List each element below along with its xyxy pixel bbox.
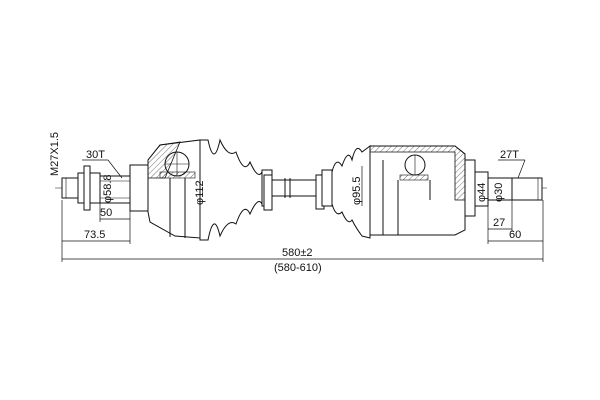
outer-seal-diameter: φ58.8 <box>102 174 114 203</box>
dimensions <box>61 159 544 262</box>
outer-length-2: 73.5 <box>84 229 105 241</box>
inner-length-1: 27 <box>493 217 505 229</box>
outer-boot <box>199 138 273 241</box>
inner-boot-diameter: φ95.5 <box>351 176 363 205</box>
outer-length-1: 50 <box>100 207 112 219</box>
outer-cv-joint <box>129 139 201 239</box>
total-length: 580±2 <box>282 247 313 259</box>
inner-boot <box>315 145 371 239</box>
outer-stub <box>61 165 131 211</box>
inner-length-2: 60 <box>509 229 521 241</box>
inner-cv-joint <box>369 145 466 236</box>
inner-stub <box>464 159 543 217</box>
outer-spline-label: 30T <box>86 149 105 161</box>
inner-spline-label: 27T <box>500 149 519 161</box>
thread-label: M27X1.5 <box>49 132 61 176</box>
shaft <box>271 178 321 198</box>
inner-seal-diameter: φ44 <box>476 183 488 202</box>
total-length-range: (580-610) <box>274 262 322 274</box>
inner-stub-diameter: φ30 <box>493 183 505 202</box>
outer-housing-diameter: φ112 <box>194 180 206 205</box>
